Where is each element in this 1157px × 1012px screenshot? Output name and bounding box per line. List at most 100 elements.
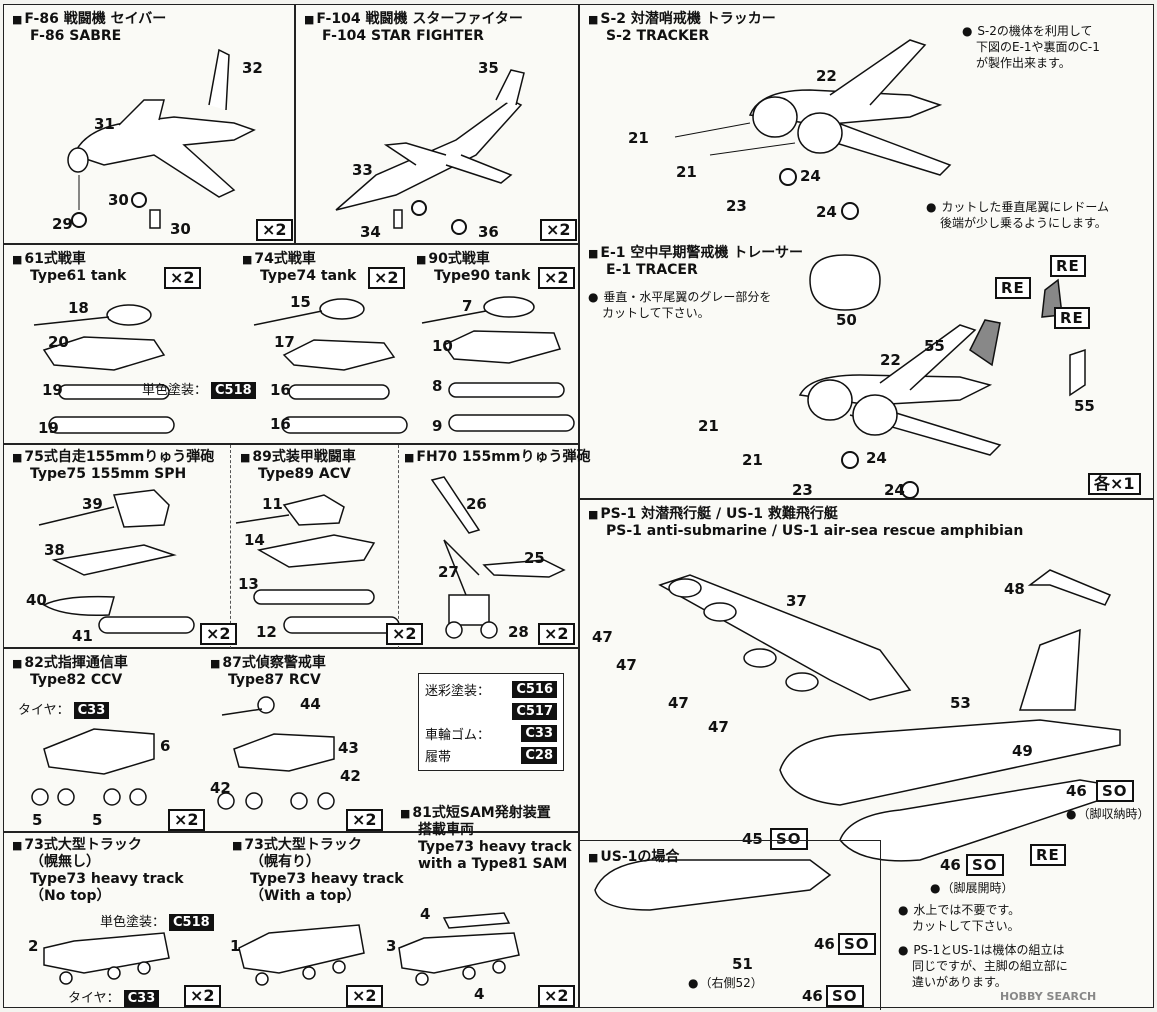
multiplier-badge: ×2 (386, 623, 423, 645)
part-number: 55 (1074, 397, 1095, 415)
paint-row-label: 車輪ゴム： (425, 727, 491, 743)
note-line: S-2の機体を利用して (977, 24, 1093, 38)
title-en: Type74 tank (260, 268, 357, 284)
paint-row: 迷彩塗装：C516 (425, 678, 557, 700)
watermark: HOBBY SEARCH (1000, 990, 1097, 1003)
radome-label: RE (995, 277, 1031, 299)
part-number: 47 (616, 656, 637, 674)
part-number: 31 (94, 115, 115, 133)
multiplier-badge: ×2 (346, 985, 383, 1007)
part-number: 37 (786, 592, 807, 610)
paint-table: 迷彩塗装：C516 C517 車輪ゴム： C33 履帯 C28 (418, 673, 564, 771)
part-number: 26 (466, 495, 487, 513)
part-number: 21 (628, 129, 649, 147)
note-line: 同じですが、主脚の組立部に (912, 959, 1068, 973)
title-en: Type75 155mm SPH (30, 466, 187, 482)
multiplier-badge: ×2 (538, 985, 575, 1007)
paint-row-code: C33 (521, 724, 557, 742)
paint-label: 単色塗装： (142, 383, 208, 398)
part-number: 45 (742, 830, 763, 848)
part-number: 50 (836, 311, 857, 329)
title-jp: 89式装甲戦闘車 (240, 449, 356, 465)
title-en: Type73 heavy track (30, 871, 184, 887)
part-number: 33 (352, 161, 373, 179)
tanks-row2-drawing (38, 476, 566, 639)
part-number: 29 (52, 215, 73, 233)
multiplier-badge: ×2 (184, 985, 221, 1007)
part-number: 15 (290, 293, 311, 311)
part-number: 6 (160, 737, 171, 755)
title-en: Type89 ACV (258, 466, 351, 482)
part-number: 18 (68, 299, 89, 317)
title-en2: （No top） (30, 888, 111, 904)
part-number: 17 (274, 333, 295, 351)
part-number: 30 (108, 191, 129, 209)
paint-row-code: C28 (521, 746, 557, 764)
paint-row-code: C517 (512, 702, 557, 720)
part-number: 8 (432, 377, 443, 395)
part-number: 27 (438, 563, 459, 581)
multiplier-badge: ×2 (538, 267, 575, 289)
part-number: 13 (238, 575, 259, 593)
s2-drawing (674, 39, 1086, 499)
part-number: 19 (42, 381, 63, 399)
tire-code: C33 (123, 990, 160, 1007)
title-jp: 87式偵察警戒車 (210, 655, 326, 671)
us1-subpanel: US-1の場合 51 （右側52） 46 SO 46 SO (580, 840, 881, 1010)
part-number: 22 (880, 351, 901, 369)
paint-row-label: 履帯 (425, 749, 452, 765)
part-number: 3 (386, 937, 397, 955)
title-en: Type87 RCV (228, 672, 321, 688)
multiplier-badge: ×2 (164, 267, 201, 289)
label-right-side: （右側52） (688, 975, 762, 991)
part-number: 46 (802, 987, 823, 1005)
part-number: 4 (420, 905, 431, 923)
part-number: 21 (698, 417, 719, 435)
panel-f104: F-104 戦闘機 スターファイター F-104 STAR FIGHTER 35… (295, 4, 579, 244)
title-en: F-104 STAR FIGHTER (322, 28, 484, 44)
f86-drawing (67, 48, 256, 229)
title-jp: 81式短SAM発射装置 (400, 805, 551, 821)
part-number: 4 (474, 985, 485, 1003)
tire-code: C33 (73, 702, 110, 719)
note-line: カットして下さい。 (912, 919, 1020, 933)
row4-drawing (43, 912, 520, 986)
title-jp: 61式戦車 (12, 251, 86, 267)
so-label: SO (838, 933, 876, 955)
part-number: 53 (950, 694, 971, 712)
title-jp: 82式指揮通信車 (12, 655, 128, 671)
label-gear-up: （脚収納時） (1066, 806, 1149, 822)
so-label: SO (966, 854, 1004, 876)
ps1-drawing (594, 569, 1121, 911)
title-jp: S-2 対潜哨戒機 トラッカー (588, 11, 776, 27)
title-jp2: 搭載車両 (418, 822, 474, 838)
part-number: 19 (38, 419, 59, 437)
note-line: 下図のE-1や裏面のC-1 (976, 40, 1100, 54)
part-number: 23 (726, 197, 747, 215)
title-jp: F-86 戦闘機 セイバー (12, 11, 166, 27)
title-jp: 90式戦車 (416, 251, 490, 267)
part-number: 49 (1012, 742, 1033, 760)
title-en: Type61 tank (30, 268, 127, 284)
note-line: 後端が少し乗るようにします。 (940, 216, 1107, 230)
part-number: 7 (462, 297, 473, 315)
paint-code: C518 (169, 914, 214, 931)
note-line: 違いがあります。 (912, 975, 1007, 989)
part-number: 5 (92, 811, 103, 829)
note-line: カットして下さい。 (602, 306, 710, 320)
part-number: 30 (170, 220, 191, 238)
part-number: 21 (676, 163, 697, 181)
title-jp: US-1の場合 (588, 849, 679, 865)
paint-label: 単色塗装： (100, 915, 166, 930)
part-number: 36 (478, 223, 499, 241)
panel-tanks-row1: 61式戦車 Type61 tank ×2 74式戦車 Type74 tank ×… (3, 244, 579, 444)
radome-label: RE (1054, 307, 1090, 329)
note-line: カットした垂直尾翼にレドーム (941, 200, 1109, 214)
multiplier-badge: ×2 (256, 219, 293, 241)
title-en: Type73 heavy track (418, 839, 572, 855)
title-jp: 73式大型トラック (12, 837, 142, 853)
part-number: 47 (708, 718, 729, 736)
title-jp: PS-1 対潜飛行艇 / US-1 救難飛行艇 (588, 506, 838, 522)
panel-ps1: PS-1 対潜飛行艇 / US-1 救難飛行艇 PS-1 anti-submar… (579, 499, 1154, 1010)
part-number: 42 (210, 779, 231, 797)
